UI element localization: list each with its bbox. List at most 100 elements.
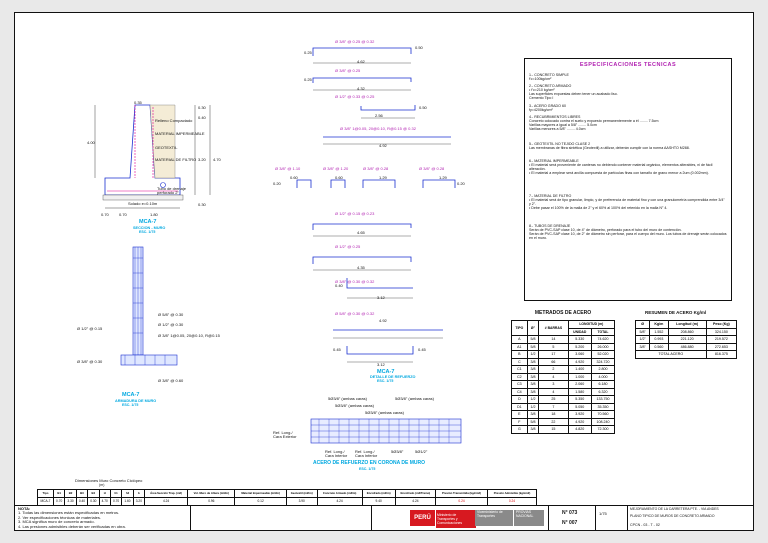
- metrado-cell: 5/8: [526, 417, 540, 426]
- resumen-cell: 208.860: [667, 327, 707, 336]
- metrado-cell: 1.000: [567, 372, 592, 381]
- metrado-cell: 1.580: [567, 387, 592, 396]
- dims-title: Dimensiones Muro Concreto Ciclópeo: [75, 478, 143, 483]
- metrado-cell: 3.060: [567, 350, 592, 359]
- spec-item-4: 4.- RECUBRIMIENTOS LIBRES Concreto coloc…: [529, 115, 659, 132]
- corona-mark-8: 5Ø3/8": [391, 449, 404, 454]
- corona-scale: ESC. 1/75: [359, 467, 376, 471]
- resumen-cell: 486.880: [667, 342, 707, 351]
- metrado-cell: B: [511, 350, 528, 359]
- resumen-cell: 324.150: [705, 327, 738, 336]
- ministry-logo: Ministerio de Transportes y Comunicacion…: [436, 510, 476, 528]
- metrado-cell: 324.720: [590, 357, 616, 366]
- dims-cell: 0.96: [187, 496, 236, 506]
- dims-header-cell: B1: [52, 489, 66, 498]
- metrado-cell: 22: [538, 417, 569, 426]
- note-2: 2. Ver especificaciones técnicas de mate…: [18, 514, 101, 520]
- peru-logo: PERÚ: [410, 510, 435, 526]
- dims-header-cell: h2: [121, 489, 134, 498]
- corona-detail-drawing: [310, 418, 462, 444]
- metrado-cell: 35.350: [590, 402, 616, 411]
- metrado-cell: 2.800: [590, 365, 616, 374]
- dims-cell: 0.70: [52, 496, 66, 506]
- metrado-cell: 5/8: [526, 335, 540, 344]
- section-top-width: 0.35: [134, 100, 142, 105]
- bar-length-2: 4.32: [357, 86, 365, 91]
- spec-item-8: 8.- TUBOS DE DRENAJE Serán de PVC-SAP cl…: [529, 224, 727, 241]
- dims-header-cell: Presión Admisible (kg/cm2): [486, 489, 538, 498]
- base-dim-1: 0.70: [101, 212, 109, 217]
- bar-mark-7: Ø 3/8" @ 0.28: [363, 166, 389, 171]
- metrado-cell: 5.350: [567, 395, 592, 404]
- bar-mark-6: Ø 3/8" @ 1.20: [323, 166, 349, 171]
- corona-mark-9: 5Ø1/2": [415, 449, 428, 454]
- project-name: MEJORAMIENTO DE LA CARRETERA PTE. - VIA …: [630, 507, 719, 511]
- specifications-box: ESPECIFICACIONES TECNICAS 1.- CONCRETO S…: [524, 58, 732, 301]
- metrado-cell: 15: [538, 425, 569, 434]
- dims-cell: 3.30: [64, 496, 77, 506]
- bar-mark-1: Ø 3/8" @ 0.25 @ 0.32: [335, 39, 375, 44]
- dims-cell: 4.24: [144, 496, 189, 506]
- metrado-h-tipo: TIPO: [511, 320, 528, 336]
- section-title: MCA-7: [139, 219, 157, 225]
- label-mat-imp: MATERIAL IMPERMEABLE: [155, 131, 205, 136]
- dims-cell: 0.30: [87, 496, 100, 506]
- elev-mark-4: Ø 1/2" @ 0.30: [158, 322, 184, 327]
- note-1: 1. Todas las dimensiones están especific…: [18, 510, 120, 516]
- dims-unit: (m): [99, 483, 105, 487]
- dim-right-1: 0.30: [198, 105, 206, 110]
- bar-length-11: 3.12: [377, 295, 385, 300]
- scale-value: 1/75: [599, 511, 607, 516]
- bar-small-4: 0.50: [419, 105, 427, 110]
- drawing-sheet: 0.35 0.30 0.40 3.20 4.70 0.30 4.00 Relle…: [14, 12, 754, 531]
- metrado-cell: 4.000: [590, 372, 616, 381]
- section-height-left: 4.00: [87, 140, 95, 145]
- metrado-cell: D1: [511, 402, 528, 411]
- dims-header-cell: Material Impermeable (m3/m): [234, 489, 287, 498]
- metrado-table: TIPO Ø" # BARRAS LONGITUD (m) UNIDAD TOT…: [511, 320, 616, 434]
- title-block: NOTA: 1. Todas las dimensiones están esp…: [15, 505, 753, 530]
- metrado-cell: F: [511, 417, 528, 426]
- bar-mark-11: Ø 3/8" @ 0.30 @ 0.32: [335, 279, 375, 284]
- resumen-cell: 0.993: [649, 335, 669, 344]
- metrado-cell: 4.920: [567, 417, 592, 426]
- bar-small-9: 0.45: [418, 347, 426, 352]
- dims-header-cell: b: [132, 489, 146, 498]
- rebar-detail-title: MCA-7: [377, 369, 395, 375]
- elev-title: MCA-7: [122, 392, 140, 398]
- bar-details-drawing: [296, 47, 456, 363]
- resumen-total: 816.375: [705, 350, 738, 359]
- dims-header-cell: Presión Transmitida (kg/cm2): [435, 489, 488, 498]
- metrado-cell: 18: [538, 410, 569, 419]
- dims-cell: 4.70: [98, 496, 111, 506]
- bar-length-7: 1.29: [379, 175, 387, 180]
- label-geotextil: GEOTEXTIL: [155, 145, 178, 150]
- metrado-cell: 4: [538, 372, 569, 381]
- metrado-h-unidad: UNIDAD: [567, 327, 592, 336]
- revisions-block: [190, 506, 191, 530]
- resumen-h-kgm: Kg/m: [649, 320, 669, 329]
- bar-mark-10: Ø 1/2" @ 0.25: [335, 244, 361, 249]
- corona-mark-6: Ref. Long./ Cara Interior: [325, 449, 348, 459]
- bar-small-8: 0.45: [333, 347, 341, 352]
- metrado-cell: D: [511, 395, 528, 404]
- spec-item-6: 6.- MATERIAL IMPERMEABLE • El material s…: [529, 159, 713, 176]
- metrado-cell: 1/2: [526, 402, 540, 411]
- elev-mark-5: Ø 3/8" 1@0.05, 20@0.10, R@0.15: [158, 333, 220, 338]
- section-subtitle: SECCION - MURO: [133, 226, 166, 230]
- plan-code: CPCN - 03 - T - 02: [630, 523, 660, 527]
- bar-length-8: 1.29: [439, 175, 447, 180]
- metrado-cell: C1: [511, 365, 528, 374]
- metrado-cell: C3: [511, 380, 528, 389]
- dims-cell: 1.60: [121, 496, 134, 506]
- wall-section-drawing: [94, 104, 211, 209]
- metrado-cell: 2.060: [567, 380, 592, 389]
